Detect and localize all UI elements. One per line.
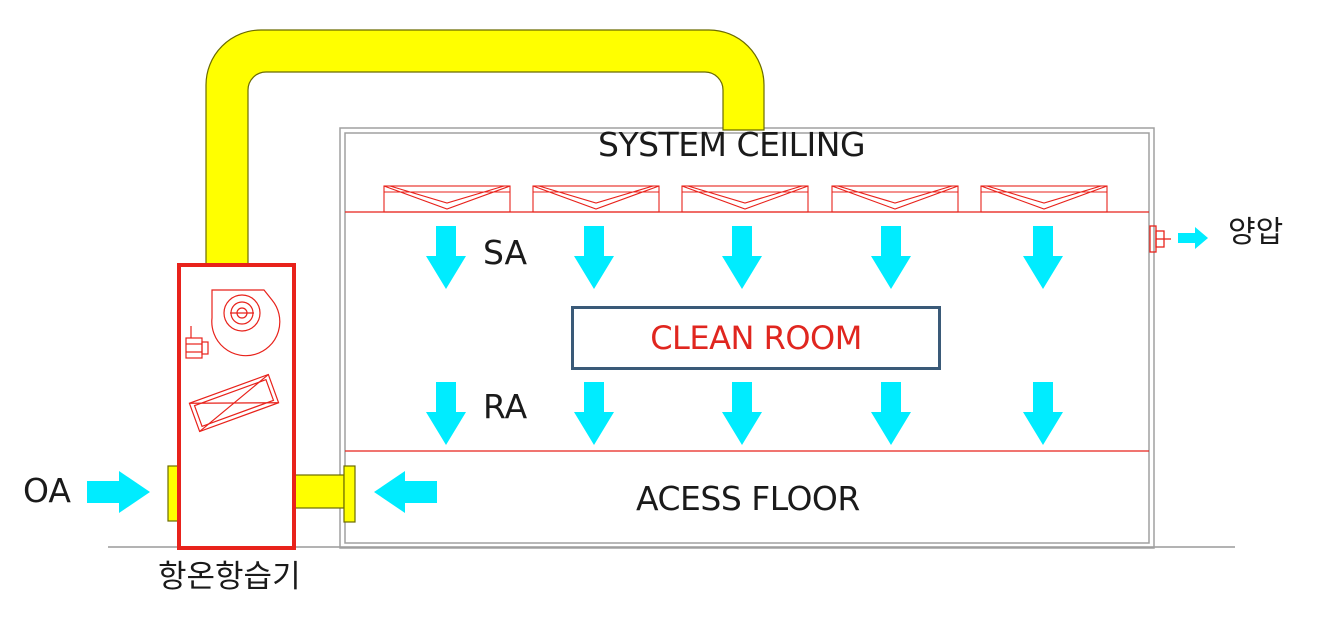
ffu-filter-unit xyxy=(383,185,511,213)
air-handling-unit xyxy=(177,263,296,550)
airflow-down-arrow xyxy=(1023,226,1063,289)
pressure-outflow-arrow xyxy=(1178,227,1208,249)
return-air-arrows xyxy=(426,382,1063,445)
supply-air-arrows xyxy=(426,226,1063,289)
outdoor-air-label: OA xyxy=(23,471,71,510)
airflow-down-arrow xyxy=(1023,382,1063,445)
ffu-filter-unit xyxy=(831,185,959,213)
airflow-down-arrow xyxy=(574,226,614,289)
motor-icon xyxy=(185,326,209,359)
return-air-label: RA xyxy=(483,387,528,426)
clean-room-box: CLEAN ROOM xyxy=(571,306,941,370)
ffu-filter-unit xyxy=(980,185,1108,213)
centrifugal-fan-icon xyxy=(211,289,281,357)
return-duct xyxy=(293,465,356,523)
airflow-down-arrow xyxy=(574,382,614,445)
ffu-filter-unit xyxy=(532,185,660,213)
pressure-relief-damper-icon xyxy=(1149,225,1171,253)
supply-air-label: SA xyxy=(483,233,528,272)
return-inlet-arrow xyxy=(374,471,437,513)
cooling-coil-icon xyxy=(188,373,280,433)
airflow-down-arrow xyxy=(871,226,911,289)
system-ceiling-label: SYSTEM CEILING xyxy=(598,125,866,164)
oa-inlet-arrow xyxy=(87,471,150,513)
airflow-down-arrow xyxy=(426,226,466,289)
supply-duct xyxy=(205,29,765,269)
access-floor-label: ACESS FLOOR xyxy=(636,479,860,518)
clean-room-label: CLEAN ROOM xyxy=(650,319,862,357)
airflow-down-arrow xyxy=(871,382,911,445)
positive-pressure-label: 양압 xyxy=(1228,215,1284,250)
air-handling-unit-label: 항온항습기 xyxy=(158,559,301,595)
airflow-down-arrow xyxy=(722,226,762,289)
ffu-filter-row xyxy=(383,185,1108,213)
airflow-down-arrow xyxy=(722,382,762,445)
ffu-filter-unit xyxy=(681,185,809,213)
airflow-down-arrow xyxy=(426,382,466,445)
